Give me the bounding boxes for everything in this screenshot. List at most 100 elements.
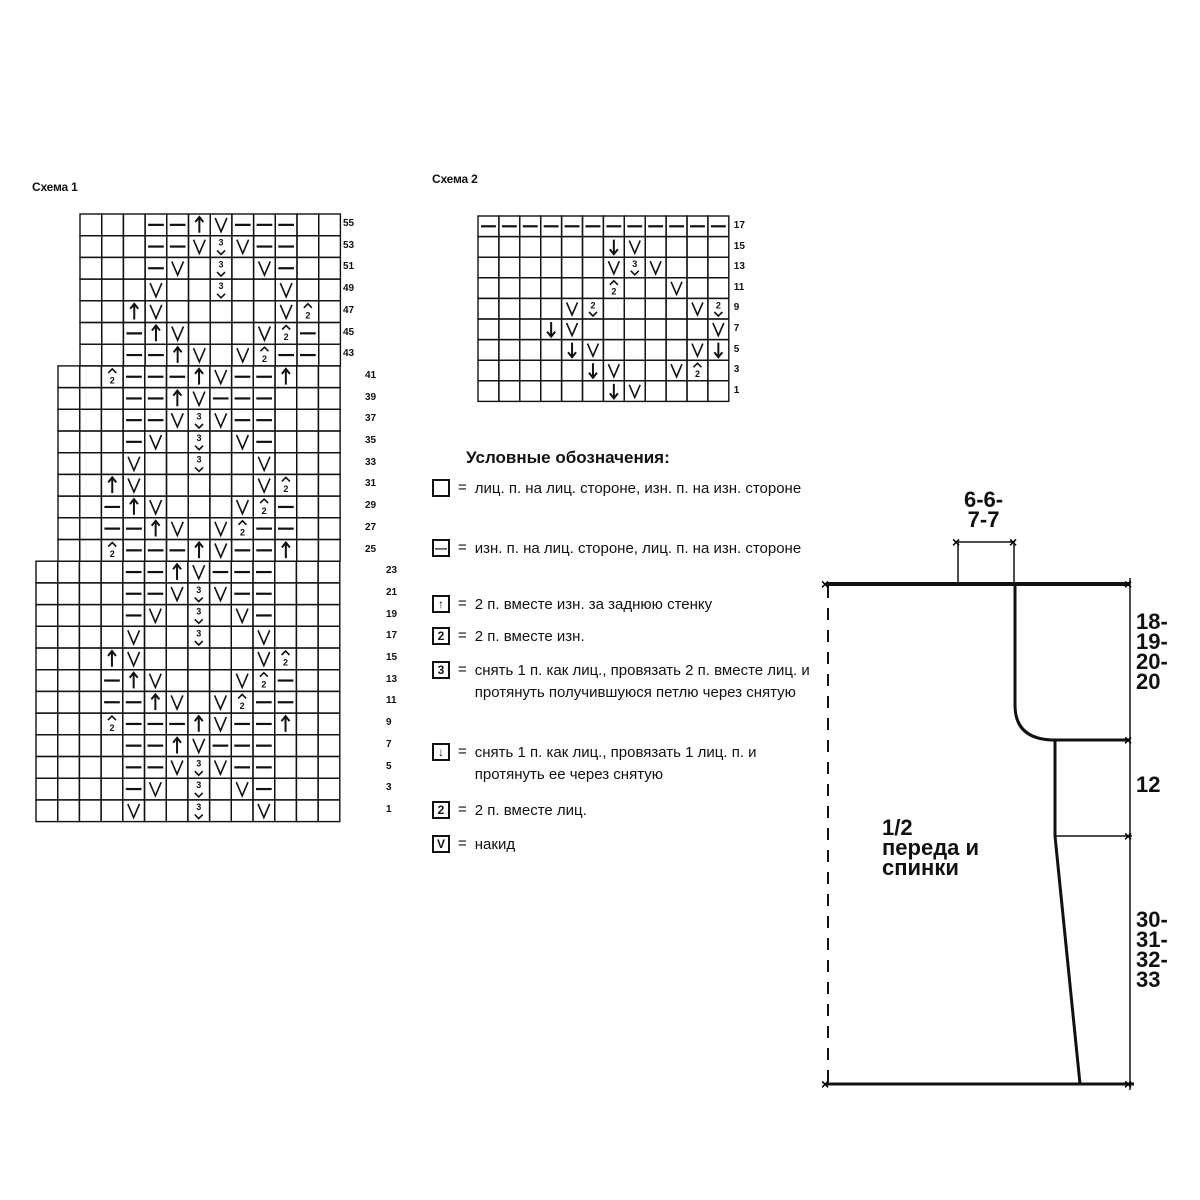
chart1-cell [317, 799, 341, 823]
legend-equals: = [458, 479, 467, 496]
yarn-over-symbol [236, 347, 250, 364]
arrow-up-symbol [193, 714, 204, 722]
sk2p-arrow [194, 445, 204, 451]
sk2p-symbol: 3 [632, 259, 637, 269]
chart1-row-number: 47 [343, 304, 355, 316]
yarn-over-symbol [127, 478, 141, 495]
sk2p-arrow [194, 423, 204, 430]
yarn-over-symbol [192, 239, 206, 256]
chart1-row-number: 23 [386, 565, 398, 577]
dim-tick-4: × [1124, 1076, 1132, 1092]
chart1-row-number: 5 [386, 760, 392, 772]
legend-equals: = [458, 801, 467, 818]
neck-width-label: 6-6- 7-7 [964, 487, 1004, 532]
legend-title: Условные обозначения: [466, 448, 670, 467]
yarn-over-symbol [149, 304, 163, 321]
yarn-over-symbol [214, 543, 228, 560]
chart1-row-number: 25 [365, 543, 377, 555]
arrow-up-symbol [150, 692, 161, 701]
arrow-up-symbol [194, 215, 205, 223]
p2tog-symbol: 2 [261, 679, 266, 689]
legend-description: 2 п. вместе изн. за заднюю стенку [474, 596, 713, 613]
arrow-up-symbol [172, 562, 182, 570]
yarn-over-symbol [148, 608, 162, 625]
dim-tick-2: × [1124, 732, 1132, 748]
arrow-up-symbol [107, 649, 117, 657]
chart2-row-number: 17 [733, 220, 745, 231]
dim-tick-3: × [1124, 828, 1132, 844]
p2tog-symbol: 2 [611, 286, 616, 296]
chart1-row-number: 1 [386, 803, 392, 815]
legend-description: 2 п. вместе лиц. [474, 802, 587, 819]
sk2p-symbol: 3 [196, 802, 201, 812]
yarn-over-symbol [257, 261, 272, 278]
chart1-row-number: 15 [386, 652, 398, 663]
sk2p-symbol: 3 [196, 780, 201, 790]
sk2p-arrow [216, 293, 226, 299]
yarn-over-symbol [607, 363, 621, 379]
sk2p-symbol: 3 [196, 607, 201, 617]
chart1-row-number: 43 [343, 348, 355, 360]
arrow-up-symbol [194, 367, 204, 375]
yarn-over-symbol [235, 608, 249, 625]
legend-item: 3=снять 1 п. как лиц., провязать 2 п. вм… [432, 660, 815, 704]
p2tog-arrow [259, 671, 269, 678]
p2tog-symbol: 2 [283, 658, 288, 668]
legend-item: 2 = 2 п. вместе лиц. [432, 800, 815, 822]
legend-equals: = [458, 661, 467, 678]
yarn-over-symbol [170, 695, 184, 712]
legend-item: =лиц. п. на лиц. стороне, изн. п. на изн… [432, 478, 815, 500]
yarn-over-symbol [170, 412, 184, 430]
piece-label: 1/2 переда и спинки [882, 815, 980, 880]
sk2p-arrow [194, 618, 204, 625]
yarn-over-symbol [170, 521, 184, 538]
legend-equals: = [458, 595, 467, 612]
yarn-over-symbol [565, 322, 579, 338]
p2tog-arrow [280, 649, 291, 656]
sk2p-arrow [194, 814, 204, 820]
p2tog-symbol: 2 [283, 484, 288, 494]
side-seam-lower [1053, 835, 1082, 1085]
yarn-over-symbol [148, 673, 162, 690]
yarn-over-symbol [257, 651, 271, 668]
two-purl-square-icon: 2 [432, 627, 450, 645]
chart1-row-number: 13 [386, 673, 398, 685]
yarn-over-symbol [235, 781, 249, 798]
legend-equals: = [458, 743, 467, 760]
p2tog-arrow [281, 324, 291, 331]
chart2-row-number: 3 [733, 364, 740, 376]
two-knit-square-icon: 2 [432, 801, 450, 819]
chart1-row-number: 31 [365, 478, 377, 490]
sk2p-symbol: 3 [196, 628, 201, 638]
legend-item: 2=2 п. вместе изн. [432, 626, 815, 648]
yarn-over-symbol [670, 281, 683, 297]
arrow-up-symbol [151, 323, 161, 332]
sk2p-arrow [194, 792, 204, 799]
chart2-row-number: 15 [733, 240, 745, 252]
yarn-over-symbol [607, 260, 621, 276]
chart1-row-number: 53 [343, 239, 355, 251]
arrow-up-symbol [194, 540, 204, 549]
p2tog-symbol: 2 [262, 354, 267, 364]
arrow-up-symbol [150, 519, 161, 527]
yarn-over-symbol [192, 347, 206, 364]
p2tog-arrow [692, 362, 703, 368]
p2tog-symbol: 2 [695, 369, 700, 379]
sk2p-arrow [194, 597, 204, 603]
chart1-row-number: 3 [386, 782, 392, 794]
yarn-over-symbol [170, 760, 184, 777]
yarn-over-symbol [649, 260, 662, 276]
yarn-over-symbol [171, 261, 185, 278]
p2tog-symbol: 2 [240, 528, 245, 538]
chart1-title: Схема 1 [32, 180, 78, 194]
arrow-down-square-icon: ↓ [432, 743, 450, 761]
arrow-up-square-icon: ↑ [432, 595, 450, 613]
yarn-over-symbol [628, 384, 641, 400]
chart2-row-number: 13 [733, 261, 745, 273]
yarn-over-symbol [213, 716, 228, 733]
p2tog-arrow [107, 541, 117, 548]
chart1-row-number: 51 [343, 261, 355, 273]
yarn-over-symbol [192, 738, 206, 755]
legend-description: накид [474, 836, 516, 853]
